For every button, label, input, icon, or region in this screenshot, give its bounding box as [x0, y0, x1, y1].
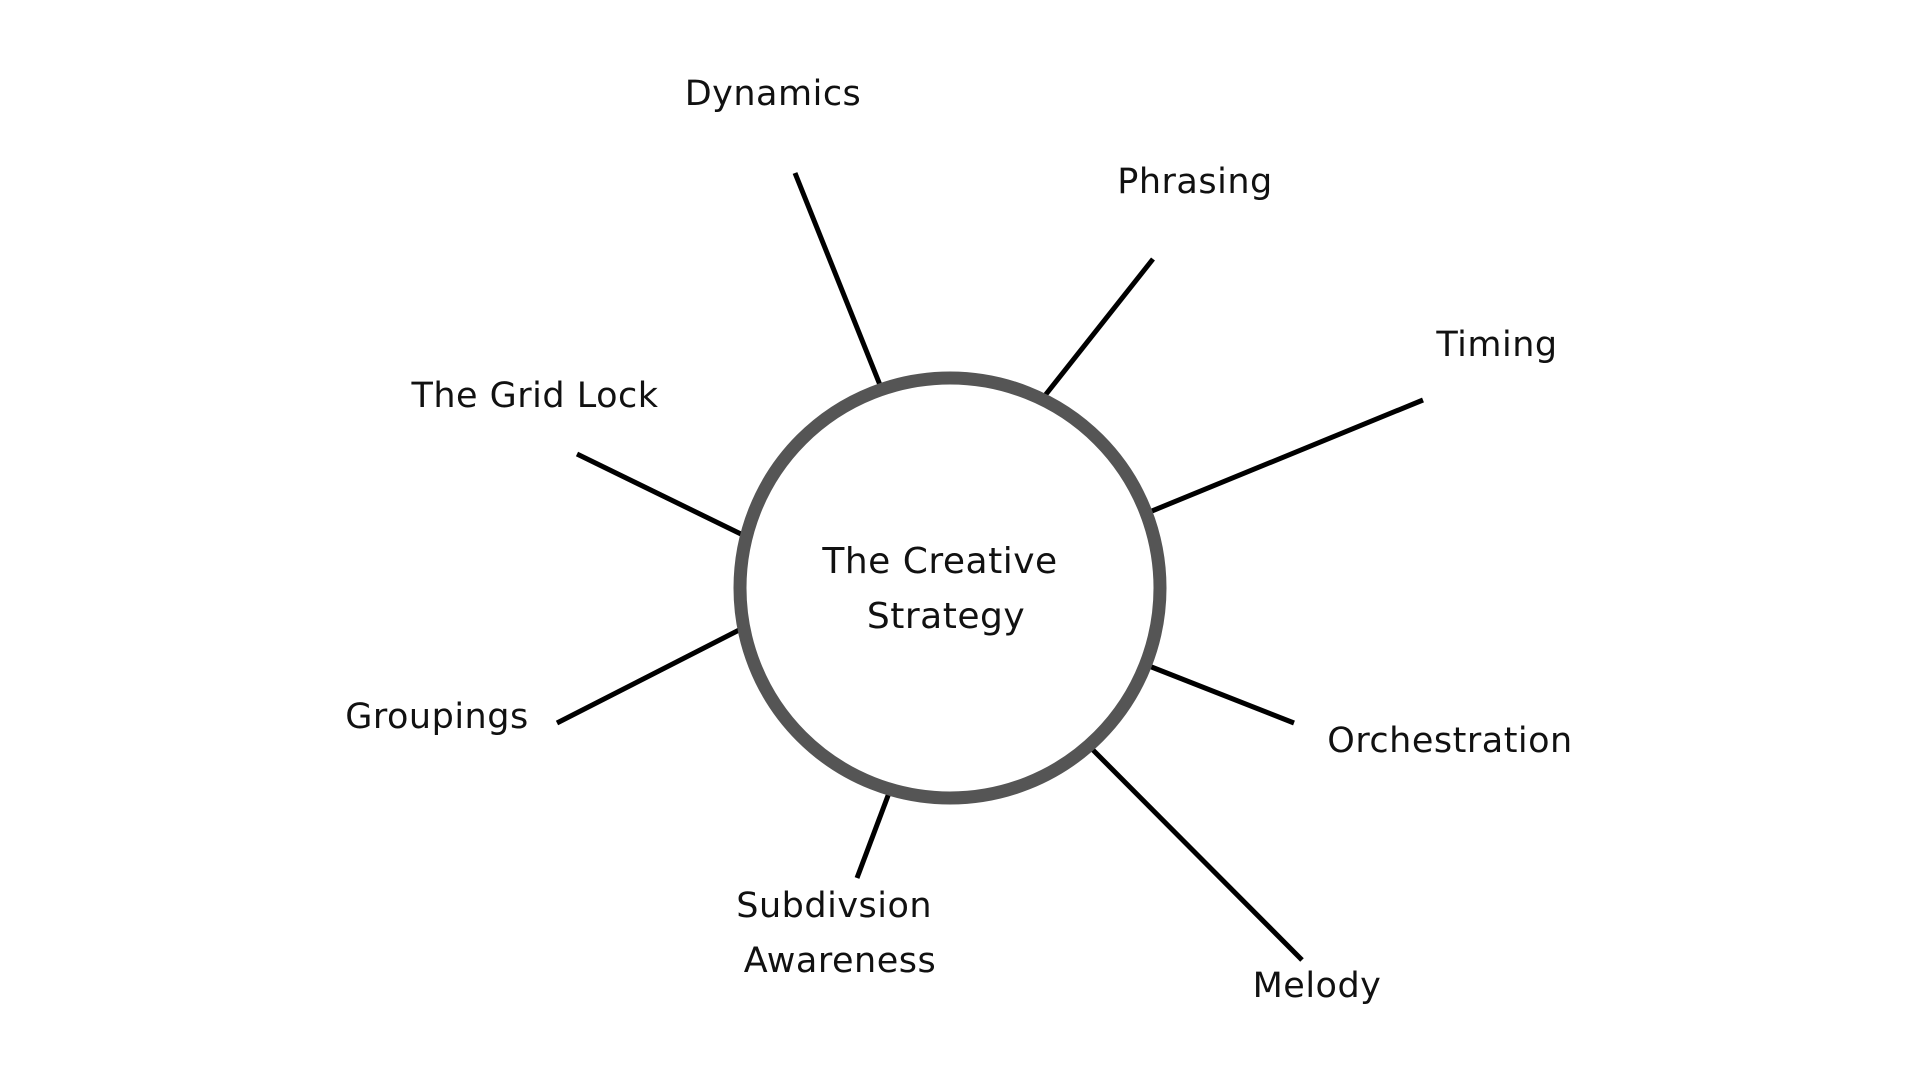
spoke-subdivision-awareness	[854, 792, 892, 879]
branch-label-subdivision-awareness: Subdivsion Awareness	[736, 886, 943, 981]
spoke-grid-lock	[575, 451, 747, 539]
branch-label-phrasing: Phrasing	[1117, 162, 1272, 202]
spoke-phrasing	[1041, 257, 1155, 400]
branch-label-timing: Timing	[1435, 325, 1557, 365]
spoke-dynamics	[792, 172, 883, 386]
spoke-groupings	[555, 624, 747, 726]
spoke-orchestration	[1148, 663, 1295, 726]
branch-label-subdivision-line-1: Subdivsion	[736, 886, 932, 926]
branch-label-grid-lock: The Grid Lock	[410, 376, 658, 416]
central-topic-line-2: Strategy	[867, 596, 1025, 637]
central-topic-line-1: The Creative	[821, 541, 1057, 582]
branch-label-melody: Melody	[1253, 966, 1382, 1006]
branch-label-subdivision-line-2: Awareness	[744, 941, 936, 981]
spoke-timing	[1146, 397, 1424, 516]
spoke-melody	[1090, 747, 1304, 962]
branch-label-groupings: Groupings	[345, 697, 528, 737]
branch-label-dynamics: Dynamics	[685, 74, 862, 114]
central-hub-circle	[733, 371, 1167, 805]
central-topic-title: The Creative Strategy	[821, 541, 1069, 637]
branch-label-orchestration: Orchestration	[1327, 721, 1572, 761]
